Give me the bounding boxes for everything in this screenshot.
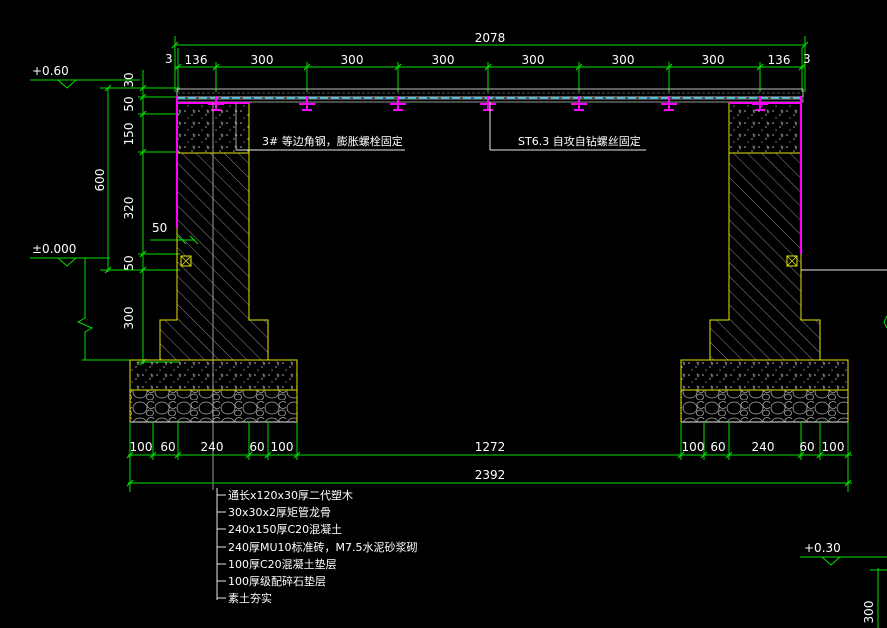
callouts: 3# 等边角钢，膨胀螺栓固定 ST6.3 自攻自钻螺丝固定: [236, 102, 646, 151]
br-100a: 100: [682, 440, 705, 454]
level-ground-left: ±0.000: [32, 242, 76, 256]
dim-50: 50: [122, 96, 136, 111]
top-seg-8: 136: [768, 53, 791, 67]
material-legend: 通长x120x30厚二代塑木 30x30x2厚矩管龙骨 240x150厚C20混…: [216, 488, 418, 605]
legend-7: 素土夯实: [228, 591, 272, 605]
left-wall: [159, 96, 269, 490]
dim-150: 150: [122, 123, 136, 146]
steel-bracket: [480, 96, 496, 111]
top-seg-5: 300: [522, 53, 545, 67]
legend-1: 通长x120x30厚二代塑木: [228, 488, 353, 502]
small-dim-50: 50: [152, 221, 167, 235]
br-60a: 60: [710, 440, 725, 454]
level-top-left: +0.60: [32, 64, 69, 78]
dim-300: 300: [122, 307, 136, 330]
top-seg-2: 300: [251, 53, 274, 67]
legend-4: 240厚MU10标准砖，M7.5水泥砂浆砌: [228, 540, 418, 554]
dim-50-lower: 50: [122, 255, 136, 270]
bottom-dimension-chain: 100 60 240 60 100 1272 100 60 240 60 100…: [126, 422, 852, 492]
top-seg-3: 300: [341, 53, 364, 67]
deck-board: [176, 88, 804, 103]
top-dimension-chain: 2078 3 3 136 300 300 300 300 300 300 136: [165, 31, 811, 92]
left-edge-label: 3: [165, 52, 173, 66]
right-edge-label: 3: [803, 52, 811, 66]
bl-60b: 60: [249, 440, 264, 454]
bl-60a: 60: [160, 440, 175, 454]
bottom-overall: 2392: [475, 468, 506, 482]
br-100b: 100: [822, 440, 845, 454]
screw-note: ST6.3 自攻自钻螺丝固定: [518, 134, 641, 148]
right-footing: [680, 359, 849, 423]
legend-5: 100厚C20混凝土垫层: [228, 557, 337, 571]
steel-bracket: [299, 96, 315, 111]
level-right: +0.30: [804, 541, 841, 555]
left-footing: [129, 359, 298, 423]
top-seg-4: 300: [432, 53, 455, 67]
angle-steel-note: 3# 等边角钢，膨胀螺栓固定: [262, 134, 403, 148]
bottom-middle: 1272: [475, 440, 506, 454]
bl-100a: 100: [130, 440, 153, 454]
br-240: 240: [752, 440, 775, 454]
top-seg-1: 136: [185, 53, 208, 67]
legend-3: 240x150厚C20混凝土: [228, 522, 342, 536]
dim-30: 30: [122, 72, 136, 87]
dim-600: 600: [93, 169, 107, 192]
right-wall: [709, 96, 887, 361]
bl-240: 240: [201, 440, 224, 454]
br-60b: 60: [799, 440, 814, 454]
steel-bracket: [661, 96, 677, 111]
steel-bracket: [571, 96, 587, 111]
bl-100b: 100: [271, 440, 294, 454]
top-seg-6: 300: [612, 53, 635, 67]
overall-width-label: 2078: [475, 31, 506, 45]
top-seg-7: 300: [702, 53, 725, 67]
legend-6: 100厚级配碎石垫层: [228, 574, 326, 588]
legend-2: 30x30x2厚矩管龙骨: [228, 505, 331, 519]
right-dim-300: 300: [862, 601, 876, 624]
right-level: +0.30 300: [800, 315, 887, 628]
dim-320: 320: [122, 197, 136, 220]
steel-bracket: [390, 96, 406, 111]
left-levels: +0.60 ±0.000: [30, 64, 160, 361]
